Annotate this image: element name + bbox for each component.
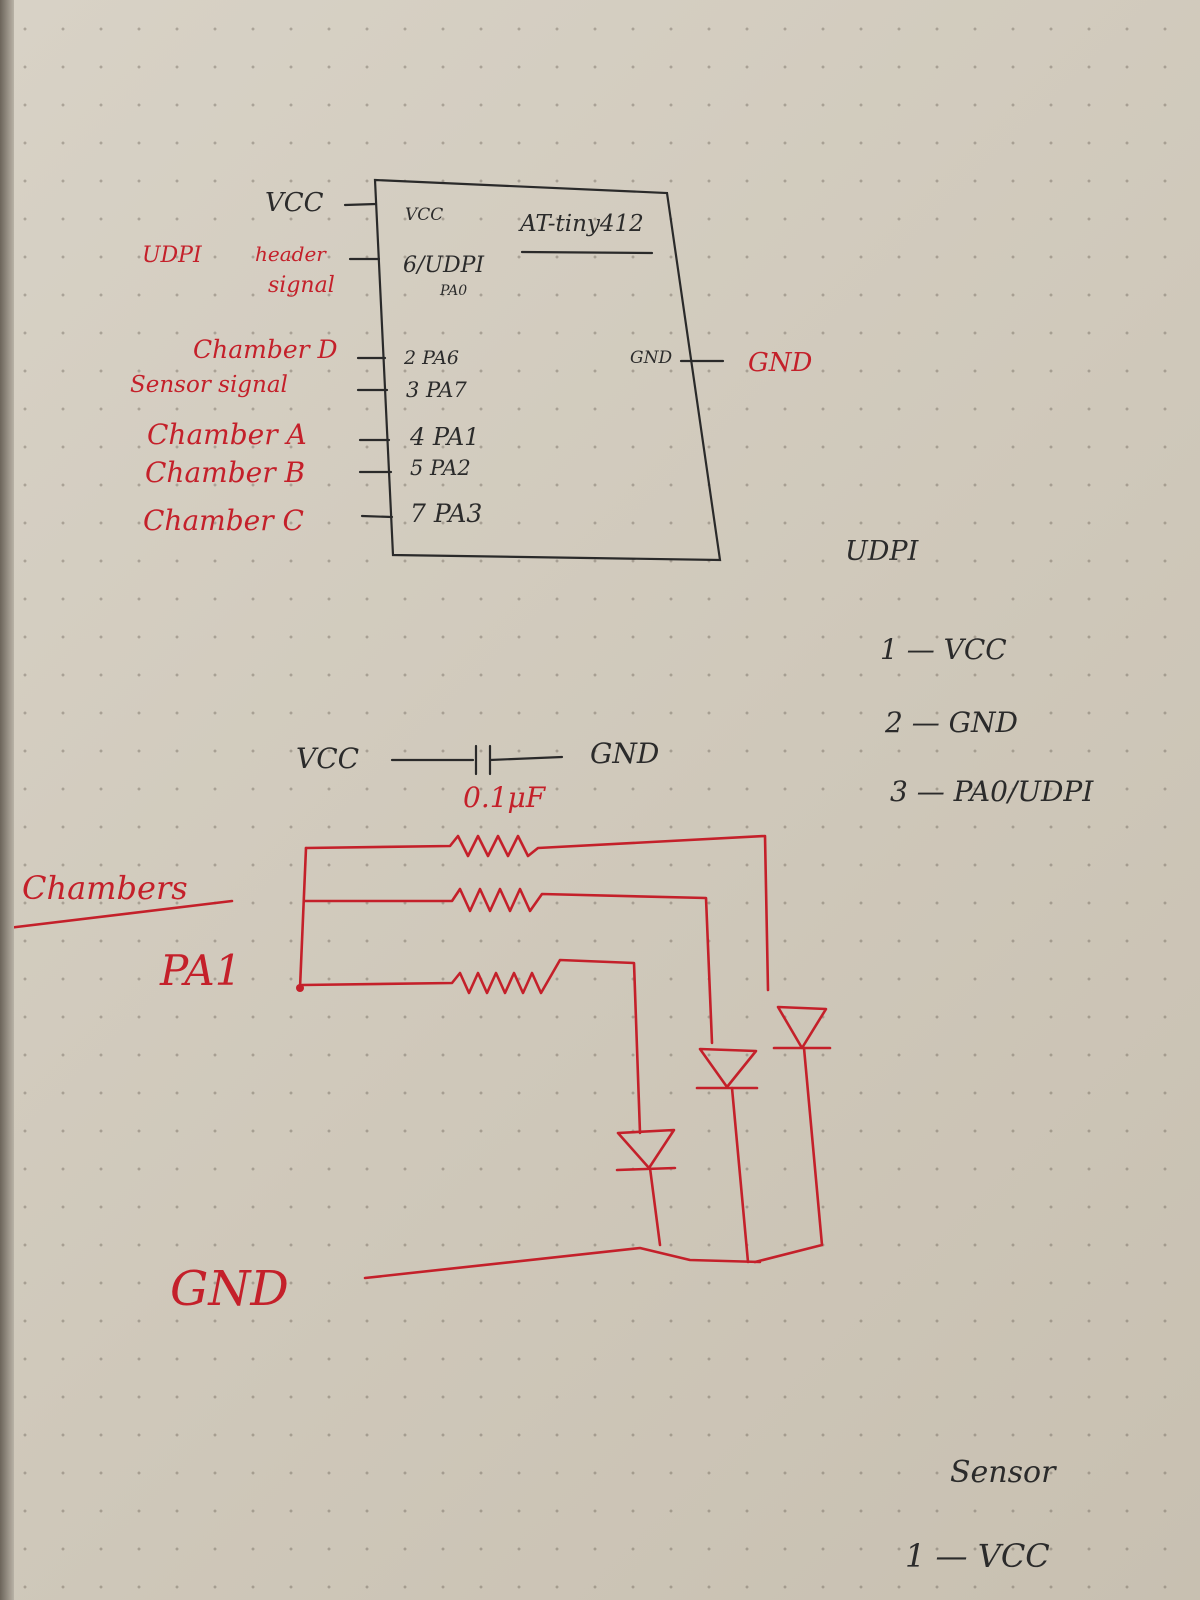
capacitor-value: 0.1μF — [463, 781, 546, 814]
pa1-node-wire — [298, 846, 308, 990]
label-gnd-right: GND — [748, 348, 813, 378]
branch-wire-bottom — [300, 958, 642, 1135]
label-chamber-d: Chamber D — [193, 335, 338, 364]
chip-pin-4: 4 PA1 — [410, 423, 480, 451]
chip-pin-7: 7 PA3 — [410, 499, 483, 528]
udpi-pin-1: 1 — VCC — [880, 633, 1007, 666]
capacitor-gnd-label: GND — [590, 737, 660, 770]
pin-stub-7 — [360, 514, 394, 519]
return-wire-bottom — [648, 1166, 662, 1247]
label-udpi: UDPI — [142, 243, 202, 268]
branch-wire-top — [304, 834, 770, 992]
sensor-title: Sensor — [950, 1455, 1056, 1490]
chip-pin-pa0: PA0 — [440, 283, 468, 299]
udpi-header-title: UDPI — [845, 536, 919, 567]
return-wire-middle — [730, 1086, 750, 1264]
attiny-chip-outline — [373, 178, 722, 562]
chip-pin-5: 5 PA2 — [410, 456, 471, 480]
chambers-title: Chambers — [22, 869, 188, 907]
return-wire-top — [753, 1046, 824, 1264]
pin-stub-vcc — [343, 202, 378, 207]
chip-pin-gnd: GND — [630, 348, 673, 368]
capacitor-vcc-label: VCC — [296, 742, 360, 775]
diode-bottom — [615, 1128, 677, 1172]
branch-wire-middle — [303, 887, 714, 1045]
capacitor-lead-right — [488, 755, 564, 762]
udpi-pin-2: 2 — GND — [885, 706, 1018, 739]
chambers-gnd-label: GND — [170, 1261, 289, 1317]
chip-pin-udpi: 6/UDPI — [403, 253, 485, 278]
label-signal: signal — [268, 273, 335, 298]
label-chamber-c: Chamber C — [143, 504, 304, 537]
label-chamber-a: Chamber A — [147, 418, 307, 451]
label-vcc: VCC — [265, 188, 324, 218]
chip-pin-vcc: VCC — [405, 205, 444, 225]
label-chamber-b: Chamber B — [145, 456, 306, 489]
diode-middle — [695, 1047, 759, 1090]
chip-title: AT-tiny412 — [520, 211, 644, 237]
pa1-label: PA1 — [160, 946, 242, 995]
label-sensor-signal: Sensor signal — [130, 372, 288, 398]
chip-pin-3: 3 PA7 — [406, 378, 467, 402]
label-header: header — [255, 242, 326, 266]
chip-pin-2: 2 PA6 — [404, 347, 459, 369]
chip-title-underline — [520, 250, 654, 255]
chambers-title-underline — [6, 899, 234, 930]
udpi-pin-3: 3 — PA0/UDPI — [890, 775, 1094, 808]
gnd-bus-wire — [363, 1246, 762, 1280]
sensor-pin-1: 1 — VCC — [905, 1537, 1050, 1575]
diode-top — [772, 1005, 832, 1050]
